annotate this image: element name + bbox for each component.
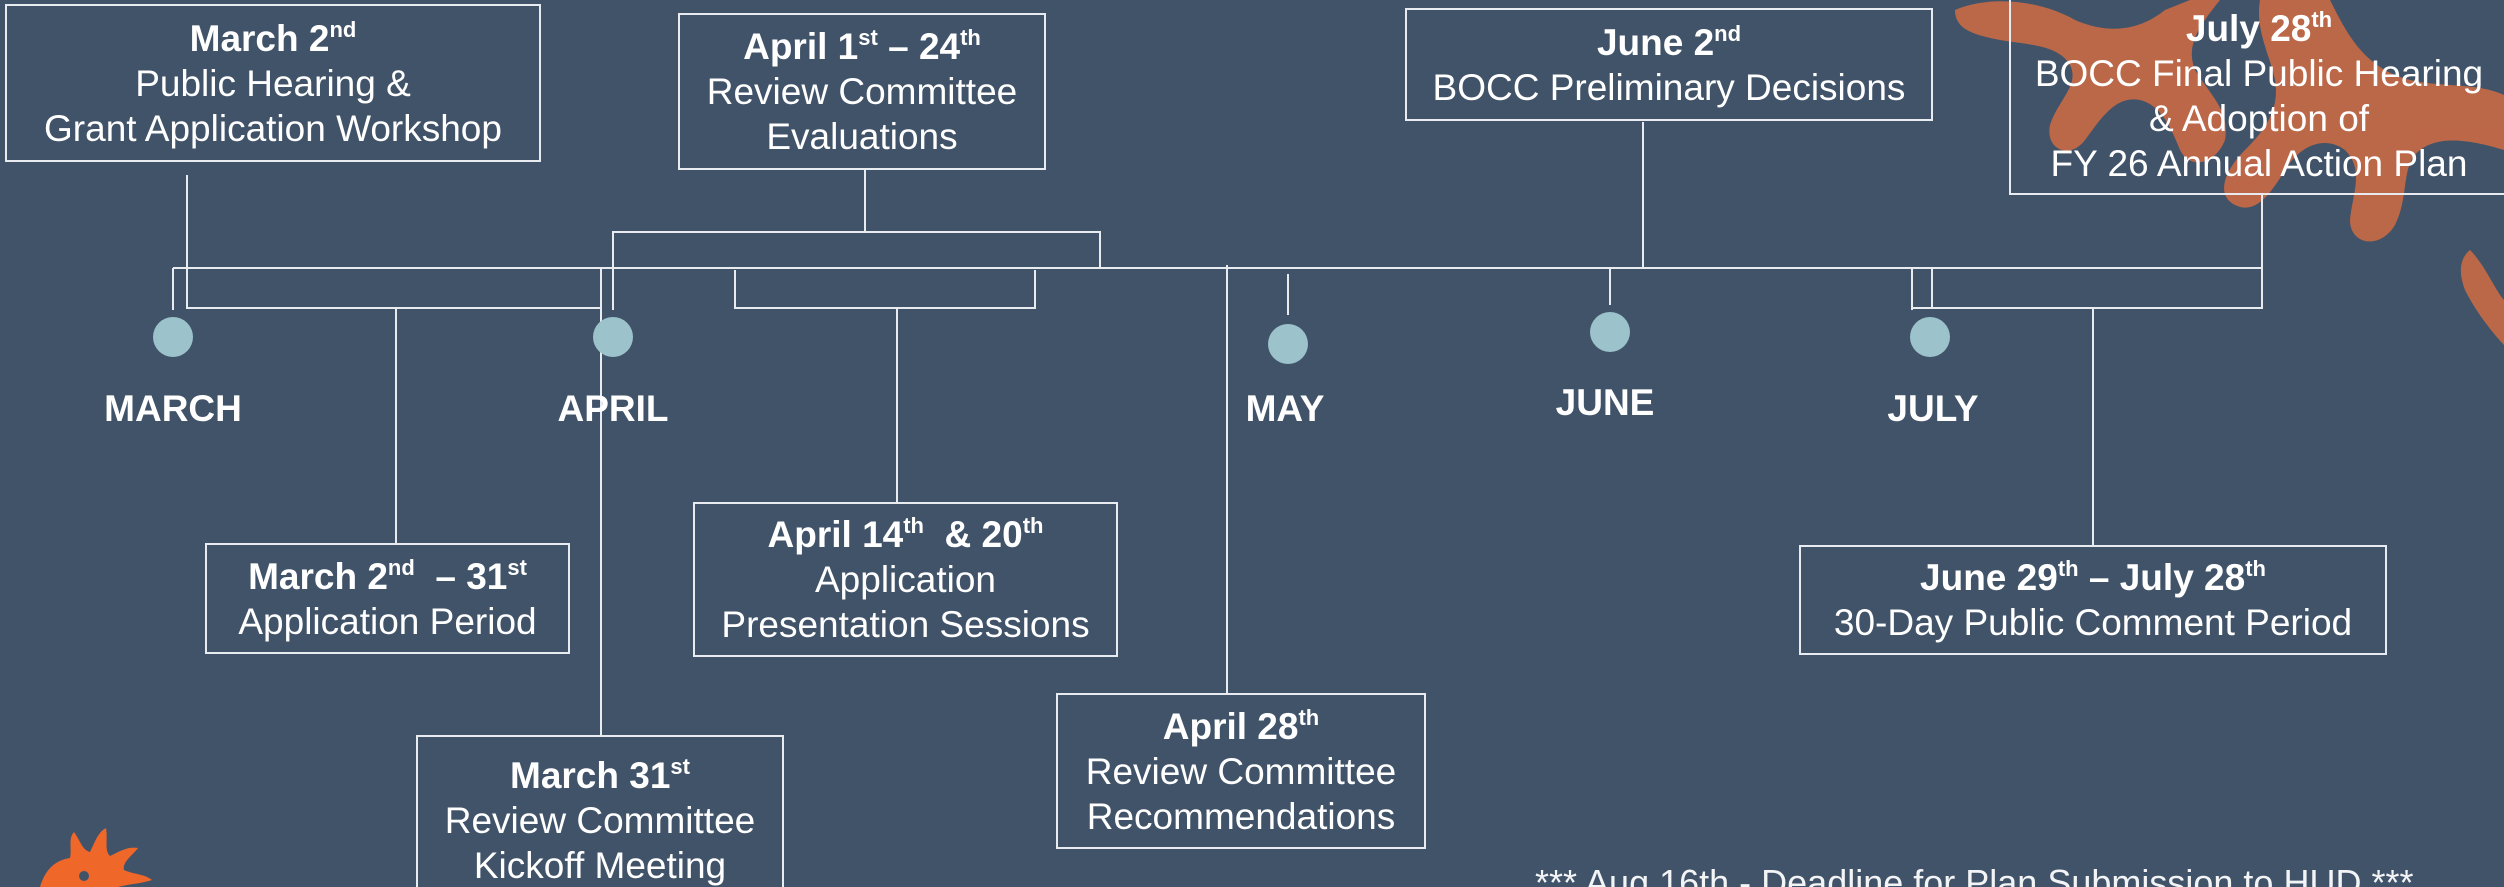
event-description: FY 26 Annual Action Plan: [2050, 142, 2468, 184]
month-label-july: JULY: [1887, 388, 1979, 429]
event-date: April 28th: [1162, 704, 1320, 747]
event-description: Application Period: [238, 600, 537, 642]
event-date: March 31st: [510, 753, 690, 796]
event-description: Review Committee: [706, 71, 1018, 112]
month-label-may: MAY: [1245, 388, 1325, 429]
june-dot: [1590, 312, 1630, 352]
event-date: March 2nd – 31st: [248, 554, 527, 597]
event-description: Presentation Sessions: [721, 604, 1090, 645]
event-description: Grant Application Workshop: [44, 107, 502, 149]
event-description: 30-Day Public Comment Period: [1833, 602, 2353, 643]
event-date: April 14th & 20th: [767, 513, 1044, 555]
event-description: Application: [814, 559, 996, 600]
event-box-april-1-24: April 1st – 24th Review Committee Evalua…: [678, 13, 1046, 170]
event-box-june-2: June 2nd BOCC Preliminary Decisions: [1405, 8, 1933, 121]
event-description: Evaluations: [766, 116, 958, 157]
event-description: & Adoption of: [2148, 97, 2370, 139]
event-box-april-14-20: April 14th & 20th Application Presentati…: [693, 502, 1118, 657]
event-description: BOCC Final Public Hearing: [2034, 52, 2484, 94]
may-dot: [1268, 324, 1308, 364]
event-box-march-2: March 2nd Public Hearing & Grant Applica…: [5, 4, 541, 162]
month-label-april: APRIL: [557, 388, 669, 429]
event-description: Public Hearing &: [135, 62, 411, 104]
event-description: Kickoff Meeting: [473, 844, 727, 886]
event-box-april-28: April 28th Review Committee Recommendati…: [1056, 693, 1426, 849]
submission-deadline-note: *** Aug 16th - Deadline for Plan Submiss…: [1535, 862, 2414, 887]
event-description: Review Committee: [1085, 750, 1397, 792]
event-date: June 29th – July 28th: [1920, 556, 2266, 598]
event-box-june-29-july-28: June 29th – July 28th 30-Day Public Comm…: [1799, 545, 2387, 655]
march-dot: [153, 317, 193, 357]
july-dot: [1910, 317, 1950, 357]
april-dot: [593, 317, 633, 357]
event-description: Recommendations: [1086, 795, 1396, 837]
event-date: June 2nd: [1596, 20, 1742, 63]
event-box-march-31: March 31st Review Committee Kickoff Meet…: [416, 735, 784, 887]
event-date: July 28th: [2185, 6, 2333, 49]
event-box-march-2-31: March 2nd – 31st Application Period: [205, 543, 570, 654]
event-date: March 2nd: [189, 16, 357, 59]
event-date: April 1st – 24th: [743, 25, 981, 67]
event-box-july-28: July 28th BOCC Final Public Hearing & Ad…: [2009, 0, 2504, 195]
event-description: Review Committee: [444, 799, 756, 841]
month-label-june: JUNE: [1555, 382, 1655, 423]
event-description: BOCC Preliminary Decisions: [1432, 66, 1906, 108]
month-label-march: MARCH: [104, 388, 242, 429]
